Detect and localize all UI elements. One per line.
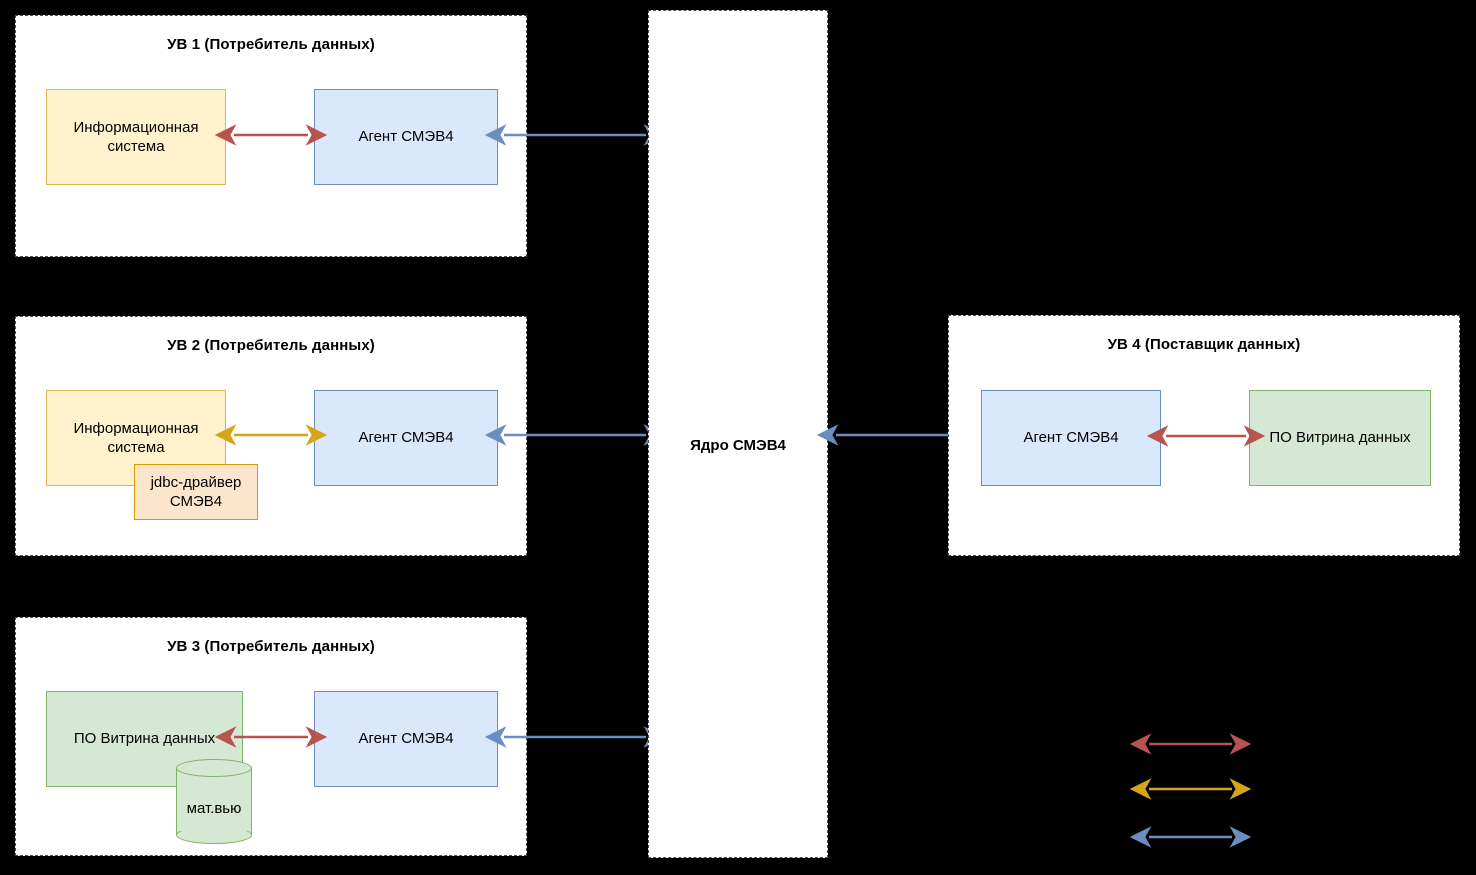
node-uv1-agent[interactable]: Агент СМЭВ4 bbox=[314, 89, 498, 185]
legend-arrow-blue bbox=[1129, 826, 1252, 848]
zone-uv2-title: УВ 2 (Потребитель данных) bbox=[167, 337, 375, 354]
node-uv1-information-system[interactable]: Информационная система bbox=[46, 89, 226, 185]
node-uv4-agent[interactable]: Агент СМЭВ4 bbox=[981, 390, 1161, 486]
zone-uv1: УВ 1 (Потребитель данных) Информационная… bbox=[15, 15, 527, 257]
zone-uv1-title: УВ 1 (Потребитель данных) bbox=[167, 36, 375, 53]
zone-core: Ядро СМЭВ4 bbox=[648, 10, 828, 858]
connection-uv3-vitrina-agent bbox=[214, 726, 328, 748]
cylinder-body bbox=[176, 768, 252, 835]
node-uv3-agent[interactable]: Агент СМЭВ4 bbox=[314, 691, 498, 787]
node-uv4-vitrina[interactable]: ПО Витрина данных bbox=[1249, 390, 1431, 486]
zone-uv4-title: УВ 4 (Поставщик данных) bbox=[1107, 336, 1301, 353]
connection-uv3-agent-core bbox=[484, 726, 666, 748]
zone-uv3-title: УВ 3 (Потребитель данных) bbox=[167, 638, 375, 655]
legend-arrow-red bbox=[1129, 733, 1252, 755]
cylinder-bottom bbox=[176, 826, 252, 844]
node-uv3-matview-label: мат.вью bbox=[186, 799, 242, 817]
legend-arrow-gold bbox=[1129, 778, 1252, 800]
connection-uv1-is-agent bbox=[214, 124, 328, 146]
node-uv2-agent[interactable]: Агент СМЭВ4 bbox=[314, 390, 498, 486]
connection-uv2-is-agent bbox=[214, 424, 328, 446]
node-uv3-matview-cylinder[interactable]: мат.вью bbox=[176, 759, 252, 844]
cylinder-top bbox=[176, 759, 252, 777]
connection-uv4-agent-vitrina bbox=[1146, 425, 1266, 447]
connection-uv2-agent-core bbox=[484, 424, 666, 446]
node-uv2-jdbc-driver[interactable]: jdbc-драйвер СМЭВ4 bbox=[134, 464, 258, 520]
core-label: Ядро СМЭВ4 bbox=[690, 437, 786, 454]
connection-uv1-agent-core bbox=[484, 124, 666, 146]
